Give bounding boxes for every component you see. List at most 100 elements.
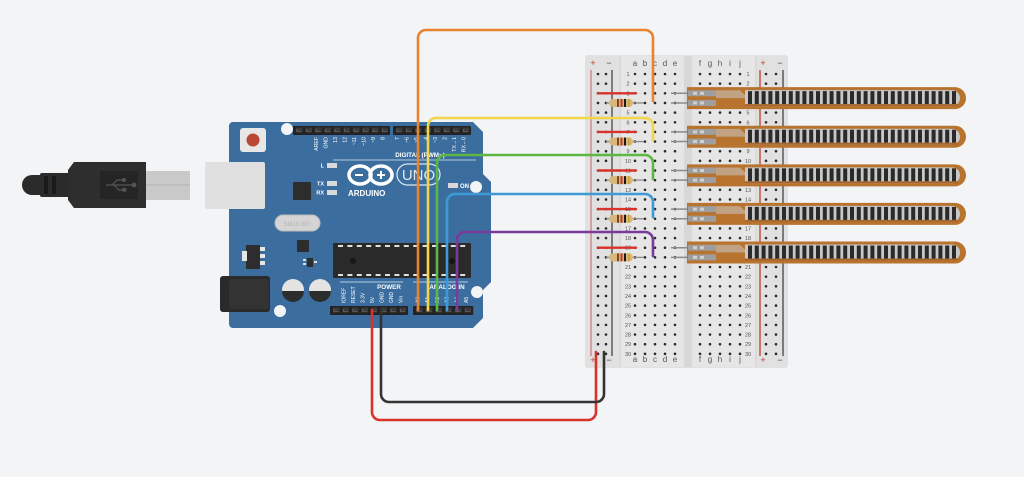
breadboard-hole[interactable] bbox=[673, 198, 677, 201]
rail-hole[interactable] bbox=[604, 111, 608, 114]
wire-gnd-black[interactable] bbox=[379, 308, 606, 404]
breadboard-hole[interactable] bbox=[643, 188, 647, 192]
breadboard-hole[interactable] bbox=[633, 333, 637, 336]
rail-hole[interactable] bbox=[604, 352, 608, 356]
breadboard-hole[interactable] bbox=[643, 275, 647, 278]
breadboard-hole[interactable] bbox=[643, 342, 647, 346]
breadboard-hole[interactable] bbox=[673, 294, 677, 298]
breadboard-hole[interactable] bbox=[663, 256, 667, 259]
breadboard-hole[interactable] bbox=[738, 313, 742, 317]
header-pin[interactable] bbox=[315, 127, 322, 133]
breadboard-hole[interactable] bbox=[653, 256, 657, 259]
rail-hole[interactable] bbox=[604, 72, 608, 76]
breadboard-hole[interactable] bbox=[653, 178, 657, 182]
wire-a4-purple[interactable] bbox=[455, 230, 655, 312]
breadboard-hole[interactable] bbox=[698, 285, 702, 288]
breadboard-hole[interactable] bbox=[738, 159, 742, 163]
breadboard-hole[interactable] bbox=[663, 130, 667, 134]
breadboard-hole[interactable] bbox=[698, 333, 702, 336]
breadboard-hole[interactable] bbox=[663, 198, 667, 201]
breadboard-hole[interactable] bbox=[653, 352, 657, 356]
breadboard-hole[interactable] bbox=[698, 265, 702, 269]
rail-hole[interactable] bbox=[604, 159, 608, 163]
flex-sensor[interactable] bbox=[671, 125, 966, 148]
breadboard-hole[interactable] bbox=[738, 72, 742, 76]
resistor[interactable] bbox=[606, 214, 644, 223]
header-pin[interactable] bbox=[352, 307, 359, 313]
breadboard-hole[interactable] bbox=[633, 275, 637, 278]
rail-hole[interactable] bbox=[604, 294, 608, 298]
breadboard-hole[interactable] bbox=[643, 304, 647, 307]
breadboard-hole[interactable] bbox=[663, 265, 667, 269]
breadboard-hole[interactable] bbox=[673, 352, 677, 356]
breadboard-hole[interactable] bbox=[643, 178, 647, 182]
header-pin[interactable] bbox=[443, 127, 451, 133]
breadboard-hole[interactable] bbox=[663, 236, 667, 240]
rail-hole[interactable] bbox=[604, 120, 608, 124]
breadboard-hole[interactable] bbox=[708, 82, 712, 85]
breadboard-hole[interactable] bbox=[718, 265, 722, 269]
breadboard-hole[interactable] bbox=[643, 323, 647, 327]
breadboard-hole[interactable] bbox=[718, 294, 722, 298]
breadboard-hole[interactable] bbox=[738, 294, 742, 298]
breadboard-hole[interactable] bbox=[643, 130, 647, 134]
breadboard-hole[interactable] bbox=[673, 285, 677, 288]
breadboard-hole[interactable] bbox=[673, 159, 677, 163]
breadboard-hole[interactable] bbox=[718, 188, 722, 192]
breadboard-hole[interactable] bbox=[663, 313, 667, 317]
rail-hole[interactable] bbox=[596, 111, 600, 114]
breadboard-hole[interactable] bbox=[653, 323, 657, 327]
rail-hole[interactable] bbox=[774, 265, 778, 269]
breadboard-hole[interactable] bbox=[643, 92, 647, 95]
header-pin[interactable] bbox=[305, 127, 313, 133]
breadboard-hole[interactable] bbox=[663, 111, 667, 114]
breadboard-hole[interactable] bbox=[673, 333, 677, 336]
breadboard-hole[interactable] bbox=[653, 140, 657, 143]
wire-a3-blue[interactable] bbox=[445, 192, 655, 312]
rail-hole[interactable] bbox=[596, 304, 600, 307]
breadboard-hole[interactable] bbox=[698, 352, 702, 356]
flex-sensor[interactable] bbox=[671, 202, 966, 225]
rail-hole[interactable] bbox=[604, 82, 608, 85]
rail-hole[interactable] bbox=[596, 285, 600, 288]
breadboard-hole[interactable] bbox=[653, 92, 657, 95]
flex-sensor[interactable] bbox=[671, 164, 966, 187]
breadboard-hole[interactable] bbox=[718, 323, 722, 327]
breadboard-hole[interactable] bbox=[633, 236, 637, 240]
breadboard-hole[interactable] bbox=[643, 227, 647, 230]
breadboard-hole[interactable] bbox=[663, 169, 667, 172]
breadboard-hole[interactable] bbox=[738, 323, 742, 327]
reset-button[interactable] bbox=[240, 128, 266, 152]
rail-hole[interactable] bbox=[764, 227, 768, 230]
breadboard-hole[interactable] bbox=[728, 159, 732, 163]
breadboard-hole[interactable] bbox=[643, 169, 647, 172]
rail-hole[interactable] bbox=[596, 294, 600, 298]
breadboard-hole[interactable] bbox=[633, 198, 637, 201]
breadboard-hole[interactable] bbox=[698, 236, 702, 240]
rail-hole[interactable] bbox=[596, 333, 600, 336]
rail-hole[interactable] bbox=[596, 149, 600, 153]
breadboard-hole[interactable] bbox=[708, 294, 712, 298]
breadboard-hole[interactable] bbox=[708, 313, 712, 317]
rail-hole[interactable] bbox=[774, 285, 778, 288]
breadboard-hole[interactable] bbox=[708, 120, 712, 124]
rail-hole[interactable] bbox=[604, 323, 608, 327]
rail-hole[interactable] bbox=[764, 323, 768, 327]
header-pin[interactable] bbox=[380, 307, 388, 313]
rail-hole[interactable] bbox=[774, 342, 778, 346]
breadboard-hole[interactable] bbox=[718, 236, 722, 240]
breadboard-hole[interactable] bbox=[653, 188, 657, 192]
rail-hole[interactable] bbox=[774, 323, 778, 327]
breadboard-hole[interactable] bbox=[663, 207, 667, 211]
breadboard-hole[interactable] bbox=[708, 159, 712, 163]
rail-hole[interactable] bbox=[774, 333, 778, 336]
breadboard-hole[interactable] bbox=[698, 72, 702, 76]
rail-hole[interactable] bbox=[604, 304, 608, 307]
breadboard-hole[interactable] bbox=[738, 304, 742, 307]
breadboard-hole[interactable] bbox=[728, 82, 732, 85]
breadboard-hole[interactable] bbox=[653, 101, 657, 105]
breadboard-hole[interactable] bbox=[708, 188, 712, 192]
breadboard-hole[interactable] bbox=[663, 82, 667, 85]
breadboard-hole[interactable] bbox=[653, 333, 657, 336]
